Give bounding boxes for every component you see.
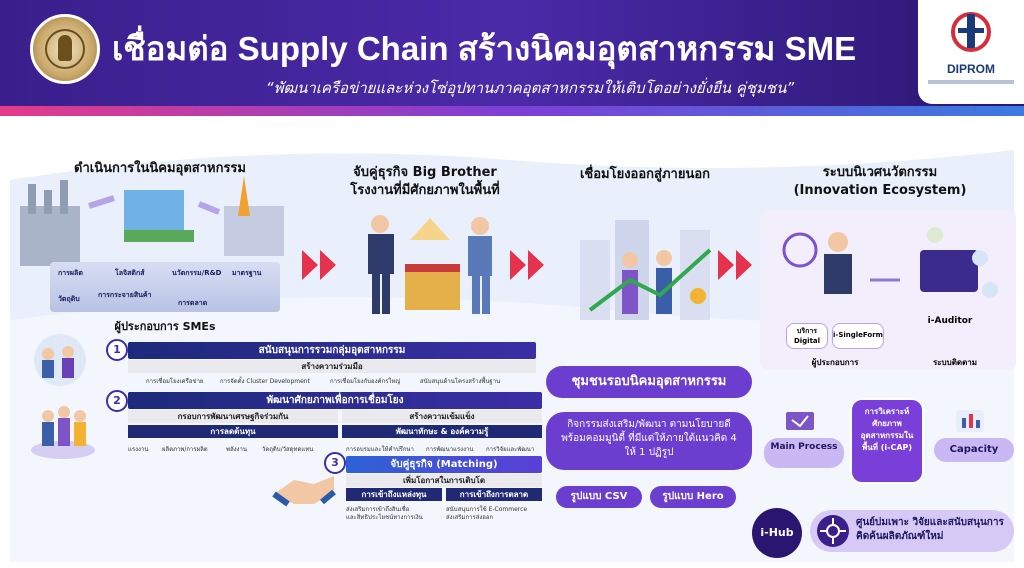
stage-3-right-header: การเข้าถึงการตลาด bbox=[446, 488, 542, 501]
stage-2-item: แรงงาน bbox=[128, 446, 149, 453]
stage-2-item: การวิจัยและพัฒนา bbox=[486, 446, 535, 453]
stage-2-right-header: พัฒนาทักษะ & องค์ความรู้ bbox=[342, 425, 542, 438]
stage-2-item: การอบรมและให้คำปรึกษา bbox=[346, 446, 414, 453]
stage-2-item: การพัฒนาแรงงาน bbox=[426, 446, 474, 453]
diprom-logo: DIPROM bbox=[918, 0, 1024, 104]
auditor-label: i-Auditor bbox=[927, 316, 973, 326]
stage-2-item: วัตถุดิบ/วัสดุทดแทน bbox=[262, 446, 314, 453]
community-pill: ชุมชนรอบนิคมอุตสาหกรรม bbox=[546, 366, 752, 398]
digital-service-label: บริการ Digital bbox=[793, 327, 821, 345]
activity-pill: กิจกรรมส่งเสริม/พัฒนา ตามนโยบายดีพร้อมคอ… bbox=[546, 412, 752, 470]
team-illustration bbox=[31, 406, 95, 459]
incubation-center-label: ศูนย์บ่มเพาะ วิจัยและสนับสนุนการคิดค้นผล… bbox=[856, 517, 1004, 542]
stage-2-right-subtitle: สร้างความเข้มแข็ง bbox=[342, 410, 542, 423]
main-process-pill: Main Process bbox=[764, 438, 844, 468]
stage-2-item: พลังงาน bbox=[226, 446, 247, 453]
header-banner: เชื่อมต่อ Supply Chain สร้างนิคมอุตสาหกร… bbox=[0, 0, 1024, 108]
brain-network-icon bbox=[817, 515, 849, 547]
stage-1-item: การเชื่อมโยงกับองค์กรใหญ่ bbox=[330, 378, 401, 385]
stage-1-item: การจัดตั้ง Cluster Development bbox=[220, 378, 310, 385]
col4-title-line2: (Innovation Ecosystem) bbox=[793, 183, 967, 198]
col1-title: ดำเนินการในนิคมอุตสาหกรรม bbox=[74, 161, 246, 176]
industrial-estate-illustration bbox=[20, 176, 284, 266]
digital-service-box bbox=[786, 323, 828, 349]
stage-3-left-header: การเข้าถึงแหล่งทุน bbox=[346, 488, 442, 501]
diprom-logo-text: DIPROM bbox=[947, 62, 995, 76]
diprom-emblem-icon bbox=[951, 12, 991, 52]
sme-group-illustration bbox=[34, 334, 86, 386]
double-chevron-right-icon bbox=[718, 250, 752, 280]
col3-title: เชื่อมโยงออกสู่ภายนอก bbox=[579, 167, 711, 182]
label-marketing: การตลาด bbox=[178, 299, 208, 307]
capacity-pill: Capacity bbox=[934, 438, 1014, 462]
stage-3-item: และสิทธิประโยชน์ทางการเงิน bbox=[346, 514, 423, 521]
page-title: เชื่อมต่อ Supply Chain สร้างนิคมอุตสาหกร… bbox=[112, 30, 857, 67]
logo-tagline-bar bbox=[928, 80, 1014, 84]
ihub-badge: i-Hub bbox=[752, 508, 802, 558]
external-linkage-illustration bbox=[580, 220, 712, 320]
double-chevron-right-icon bbox=[302, 250, 336, 280]
singleform-label: i-SingleForm bbox=[833, 331, 883, 339]
stage-1-number: 1 bbox=[106, 339, 128, 361]
label-standard: มาตรฐาน bbox=[232, 269, 262, 277]
entrepreneur-label: ผู้ประกอบการ bbox=[811, 358, 859, 367]
stage-2-left-subtitle: กรอบการพัฒนาเศรษฐกิจร่วมกัน bbox=[128, 410, 338, 423]
stage-3-item: ส่งเสริมการส่งออก bbox=[446, 514, 494, 521]
stage-3-number: 3 bbox=[324, 452, 346, 474]
col4-title-line1: ระบบนิเวศนวัตกรรม bbox=[822, 165, 938, 180]
icap-pill: การวิเคราะห์ศักยภาพอุตสาหกรรมในพื้นที่ (… bbox=[850, 398, 924, 484]
stage-2-title-bar: พัฒนาศักยภาพเพื่อการเชื่อมโยง bbox=[128, 392, 542, 409]
stage-1-subtitle: สร้างความร่วมมือ bbox=[128, 360, 536, 373]
tracking-system-label: ระบบติดตาม bbox=[932, 358, 978, 367]
stage-2-number: 2 bbox=[106, 390, 128, 412]
col2-title-line2: โรงงานที่มีศักยภาพในพื้นที่ bbox=[350, 183, 500, 198]
stage-3-item: สนับสนุนการใช้ E-Commerce bbox=[446, 506, 528, 513]
singleform-box bbox=[832, 323, 884, 349]
ministry-seal-logo bbox=[30, 14, 100, 84]
label-raw-material: วัตถุดิบ bbox=[58, 295, 80, 303]
page-subtitle: “พัฒนาเครือข่ายและห่วงโซ่อุปทานภาคอุตสาห… bbox=[265, 79, 795, 97]
value-chain-panel bbox=[50, 262, 280, 312]
stage-3-subtitle: เพิ่มโอกาสในการเติบโต bbox=[346, 474, 542, 487]
double-chevron-right-icon bbox=[510, 250, 544, 280]
stage-2-left-header: การลดต้นทุน bbox=[128, 425, 338, 438]
label-innovation: นวัตกรรม/R&D bbox=[172, 269, 222, 277]
stage-3-title-bar: จับคู่ธุรกิจ (Matching) bbox=[346, 456, 542, 473]
handshake-icon bbox=[272, 476, 336, 507]
stage-1-item: การเชื่อมโยงเครือข่าย bbox=[146, 378, 204, 385]
stage-2-item: ผลิตภาพ/การผลิต bbox=[162, 446, 208, 453]
label-distribution: การกระจายสินค้า bbox=[98, 291, 152, 299]
big-brother-handshake-illustration bbox=[368, 215, 492, 314]
main-process-icon bbox=[786, 412, 814, 430]
label-production: การผลิต bbox=[58, 269, 83, 277]
stage-1-item: สนับสนุนด้านโครงสร้างพื้นฐาน bbox=[420, 378, 501, 385]
hero-model-pill: รูปแบบ Hero bbox=[650, 486, 736, 508]
csv-model-pill: รูปแบบ CSV bbox=[556, 486, 642, 508]
label-logistics: โลจิสติกส์ bbox=[115, 269, 145, 277]
stage-1-title-bar: สนับสนุนการรวมกลุ่มอุตสาหกรรม bbox=[128, 342, 536, 359]
capacity-icon bbox=[956, 410, 984, 432]
col2-title-line1: จับคู่ธุรกิจ Big Brother bbox=[353, 165, 497, 180]
ecosystem-diagram bbox=[782, 227, 998, 298]
stage-3-item: ส่งเสริมการเข้าถึงสินเชื่อ bbox=[346, 506, 410, 513]
sme-label: ผู้ประกอบการ SMEs bbox=[114, 320, 216, 333]
header-accent-strip bbox=[0, 106, 1024, 116]
